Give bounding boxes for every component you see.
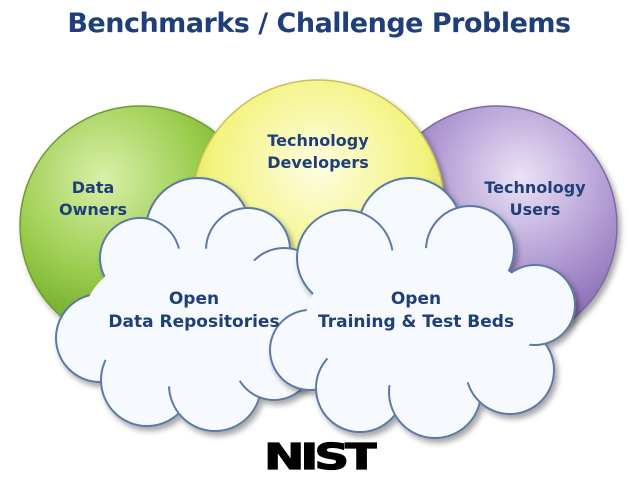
svg-text:NIST: NIST xyxy=(264,438,377,474)
training-test-beds-cloud xyxy=(269,177,576,439)
page-title: Benchmarks / Challenge Problems xyxy=(67,8,571,39)
nist-logo: NIST xyxy=(263,438,377,474)
training-test-beds-label: Open Training & Test Beds xyxy=(318,289,515,332)
technology-users-label: Technology Users xyxy=(484,178,586,219)
data-repositories-label: Open Data Repositories xyxy=(108,289,280,332)
data-owners-label: Data Owners xyxy=(58,178,128,219)
technology-developers-label: Technology Developers xyxy=(267,131,369,172)
